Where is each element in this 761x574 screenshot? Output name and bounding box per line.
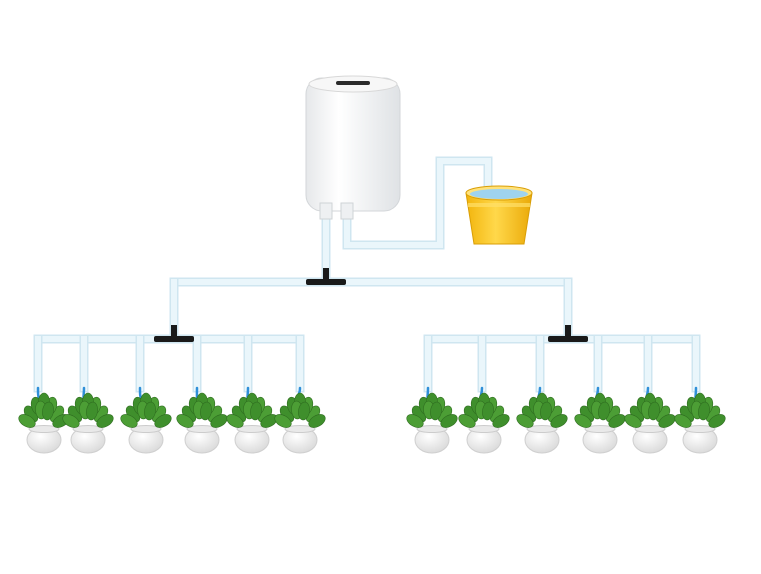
potted-plant-icon xyxy=(18,392,70,454)
leaf xyxy=(516,414,534,428)
leaf xyxy=(120,414,138,428)
leaf xyxy=(144,401,156,421)
leaf xyxy=(86,401,98,421)
leaf xyxy=(708,414,726,428)
leaf xyxy=(574,414,592,428)
potted-plant-icon xyxy=(674,392,726,454)
pot-rim xyxy=(468,425,500,433)
water-bucket xyxy=(465,185,533,245)
leaf xyxy=(492,414,510,428)
leaf xyxy=(608,414,626,428)
potted-plants xyxy=(18,392,726,454)
leaf xyxy=(648,401,660,421)
tee-stem-icon xyxy=(323,268,329,280)
leaf xyxy=(62,414,80,428)
potted-plant-icon xyxy=(62,392,114,454)
pot-rim xyxy=(236,425,268,433)
leaf xyxy=(624,414,642,428)
leaf xyxy=(154,414,172,428)
leaf xyxy=(298,401,310,421)
leaf xyxy=(308,414,326,428)
potted-plant-icon xyxy=(406,392,458,454)
leaf xyxy=(598,401,610,421)
tee-connector-icon xyxy=(548,336,588,342)
potted-plant-icon xyxy=(120,392,172,454)
pot-rim xyxy=(416,425,448,433)
pot-rim xyxy=(526,425,558,433)
pot-rim xyxy=(186,425,218,433)
tee-stem-icon xyxy=(565,325,571,337)
pot-rim xyxy=(130,425,162,433)
leaf xyxy=(226,414,244,428)
water-pump-controller xyxy=(305,75,401,220)
potted-plant-icon xyxy=(516,392,568,454)
leaf xyxy=(42,401,54,421)
potted-plant-icon xyxy=(458,392,510,454)
potted-plant-icon xyxy=(624,392,676,454)
leaf xyxy=(550,414,568,428)
leaf xyxy=(176,414,194,428)
tee-stem-icon xyxy=(171,325,177,337)
leaf xyxy=(458,414,476,428)
leaf xyxy=(658,414,676,428)
tee-connectors xyxy=(154,268,588,342)
pot-rim xyxy=(284,425,316,433)
potted-plant-icon xyxy=(226,392,278,454)
leaf xyxy=(430,401,442,421)
leaf xyxy=(250,401,262,421)
pot-rim xyxy=(28,425,60,433)
tee-connector-icon xyxy=(154,336,194,342)
pot-rim xyxy=(634,425,666,433)
potted-plant-icon xyxy=(574,392,626,454)
leaf xyxy=(440,414,458,428)
pipe-segment xyxy=(344,158,491,248)
pot-rim xyxy=(584,425,616,433)
display-slot-icon xyxy=(336,81,370,85)
leaf xyxy=(406,414,424,428)
leaf xyxy=(674,414,692,428)
leaf xyxy=(96,414,114,428)
tee-connector-icon xyxy=(306,279,346,285)
pot-rim xyxy=(72,425,104,433)
leaf xyxy=(210,414,228,428)
leaf xyxy=(274,414,292,428)
potted-plant-icon xyxy=(176,392,228,454)
leaf xyxy=(698,401,710,421)
leaf xyxy=(540,401,552,421)
leaf xyxy=(200,401,212,421)
potted-plant-icon xyxy=(274,392,326,454)
leaf xyxy=(482,401,494,421)
pot-rim xyxy=(684,425,716,433)
leaf xyxy=(18,414,36,428)
